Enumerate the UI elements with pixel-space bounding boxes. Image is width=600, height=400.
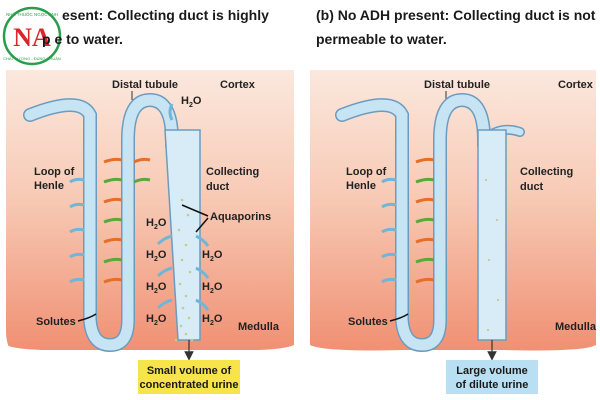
panel-b-collecting-label-1: Collecting	[520, 166, 573, 178]
panel-a-medulla-label: Medulla	[238, 321, 280, 333]
panel-a-aquaporin-pointer-1	[181, 204, 209, 217]
panel-b-bottom-shape	[310, 345, 596, 360]
panel-a-h2o-4: H2O	[146, 313, 167, 327]
panel-a-cortex-label: Cortex	[220, 79, 256, 91]
panel-a-bottom-shape	[6, 345, 294, 360]
panel-a-solute-dots	[174, 198, 194, 342]
panel-a-title-line1: esent: Collecting duct is highly	[62, 7, 269, 23]
panel-a-solutes-pointer	[77, 313, 97, 322]
panel-b-cortex-label: Cortex	[558, 79, 594, 91]
panel-a-collecting-label-1: Collecting	[206, 166, 259, 178]
panel-a-h2o-top: H2O	[181, 95, 202, 109]
panel-b-salt-arrows	[415, 157, 435, 284]
panel-a-collecting-duct	[164, 129, 201, 341]
panel-b-loop-tubule-fill	[336, 94, 490, 351]
panel-a-h2o-5: H2O	[202, 249, 223, 263]
panel-b-title-line1: (b) No ADH present: Collecting duct is n…	[316, 7, 596, 23]
panel-b-solutes-label: Solutes	[348, 316, 388, 328]
panel-a-distal-label: Distal tubule	[112, 79, 178, 91]
panel-a: esent: Collecting duct is highly p e to …	[6, 7, 294, 394]
panel-a-loop-label-2: Henle	[34, 180, 64, 192]
panel-a-h2o-2: H2O	[146, 249, 167, 263]
panel-a-collecting-label-2: duct	[206, 181, 230, 193]
panel-a-loop-label-1: Loop of	[34, 166, 75, 178]
pharmacy-logo: NA NHÀ THUỐC NGỌC ANH CHẤT LƯỢNG - ĐÚNG …	[2, 6, 62, 66]
panel-b-loop-label-1: Loop of	[346, 166, 387, 178]
panel-a-aquaporin-pointer-2	[195, 217, 209, 233]
panel-b-loop-label-2: Henle	[346, 180, 376, 192]
panel-b-green-arrows	[415, 177, 435, 264]
panel-a-result-line1: Small volume of	[147, 365, 232, 377]
panel-a-h2o-1: H2O	[146, 217, 167, 231]
logo-brand: NHÀ THUỐC NGỌC ANH	[6, 11, 58, 17]
panel-a-result-box	[138, 360, 240, 394]
panel-a-water-labels: H2O H2O H2O H2O H2O H2O H2O H2O	[146, 95, 223, 327]
panel-a-h2o-3: H2O	[146, 281, 167, 295]
panel-a-background	[6, 70, 294, 360]
panel-b-solutes-pointer	[389, 313, 409, 322]
panel-b-result-box	[446, 360, 538, 394]
panel-b-water-arrows-descending	[381, 177, 397, 284]
panel-b-background	[310, 70, 596, 360]
panel-a-h2o-6: H2O	[202, 281, 223, 295]
panel-a-water-arrows-duct	[156, 103, 210, 311]
panel-a-aquaporins-label: Aquaporins	[210, 211, 271, 223]
panel-b-result-line2: of dilute urine	[456, 379, 529, 391]
panel-b-collecting-duct	[477, 129, 507, 341]
panel-a-salt-arrows	[103, 157, 151, 284]
panel-b-solute-dots	[484, 178, 500, 332]
panel-b: (b) No ADH present: Collecting duct is n…	[310, 7, 597, 394]
panel-a-water-arrows-descending	[69, 177, 85, 284]
logo-mark: NA	[13, 23, 51, 52]
panel-a-loop-tubule-fill	[24, 94, 178, 351]
panel-a-green-arrows	[103, 177, 151, 264]
panel-b-collecting-label-2: duct	[520, 181, 544, 193]
logo-tagline: CHẤT LƯỢNG - ĐÚNG CHUẨN	[3, 56, 61, 61]
panel-a-h2o-7: H2O	[202, 313, 223, 327]
panel-b-title-line2: permeable to water.	[316, 31, 447, 47]
panel-b-result-line1: Large volume	[456, 365, 528, 377]
panel-b-medulla-label: Medulla	[555, 321, 597, 333]
panel-a-result-line2: concentrated urine	[139, 379, 238, 391]
panel-a-title-line2: p e to water.	[42, 31, 123, 47]
panel-b-distal-label: Distal tubule	[424, 79, 490, 91]
panel-a-solutes-label: Solutes	[36, 316, 76, 328]
